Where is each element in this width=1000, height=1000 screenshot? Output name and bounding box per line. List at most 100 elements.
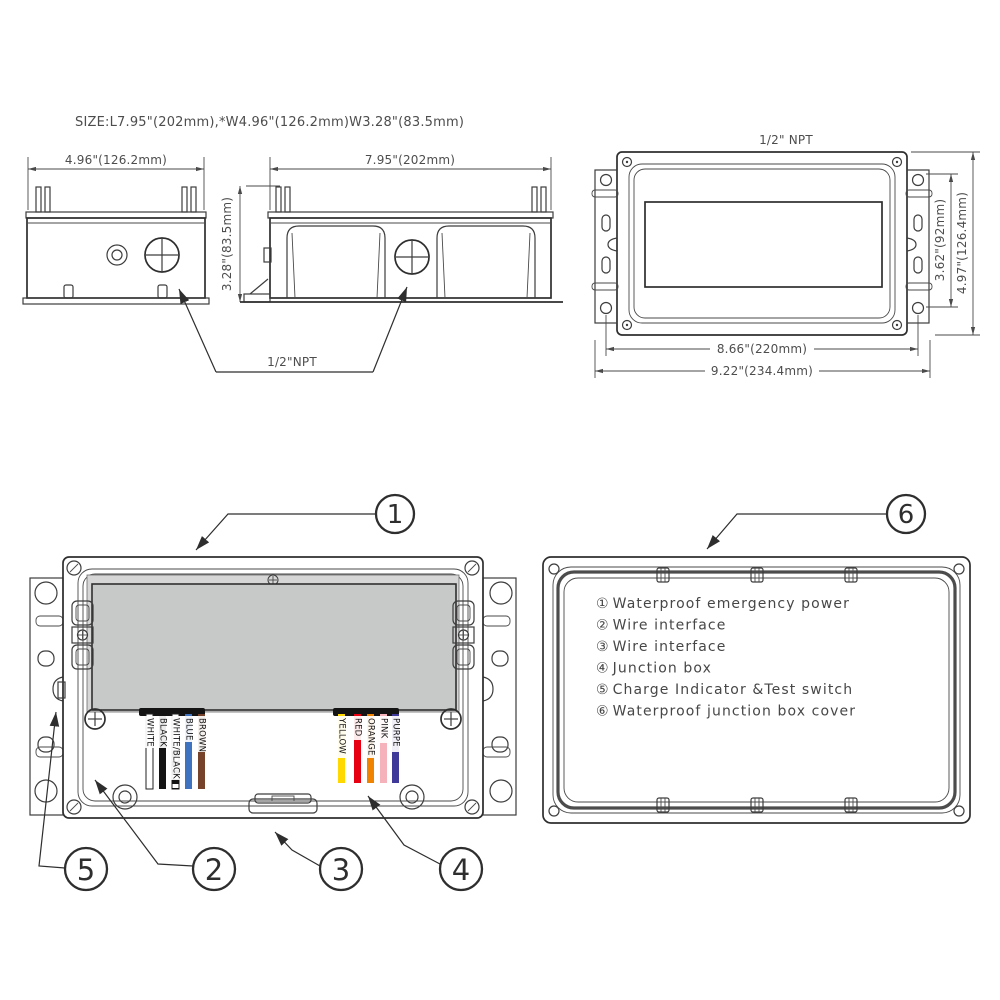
top-hole-spacing-dimension: 8.66"(220mm) bbox=[605, 315, 919, 356]
side-edge-tab bbox=[263, 247, 272, 263]
side-foot bbox=[243, 293, 271, 303]
callout-4-number: 4 bbox=[452, 853, 470, 887]
panel-clips-left bbox=[71, 600, 94, 670]
callout-1: 1 bbox=[195, 493, 416, 551]
panel-clips-right bbox=[452, 600, 475, 670]
box-rim-outer bbox=[77, 568, 469, 807]
top-window bbox=[644, 201, 883, 288]
bottom-boss-right bbox=[399, 784, 425, 810]
wire-label-yellow: YELLOW bbox=[337, 717, 347, 754]
top-corner-screws bbox=[621, 156, 903, 331]
top-width-dimension: 9.22"(234.4mm) bbox=[594, 340, 931, 378]
wire-white bbox=[145, 713, 154, 790]
wire-label-orange: ORANGE bbox=[366, 718, 376, 756]
front-width-dim-label: 4.96"(126.2mm) bbox=[65, 153, 167, 167]
wire-group-right: YELLOW RED ORANGE PINK PURPE bbox=[336, 714, 401, 783]
wire-label-brown: BROWN bbox=[197, 718, 207, 752]
side-length-dim-label: 7.95"(202mm) bbox=[365, 153, 455, 167]
bottom-latch bbox=[248, 793, 318, 814]
front-height-dim-label: 3.28"(83.5mm) bbox=[220, 197, 234, 291]
size-title: SIZE:L7.95"(202mm),*W4.96"(126.2mm)W3.28… bbox=[75, 115, 464, 130]
callout-2-number: 2 bbox=[205, 853, 223, 887]
wire-blue bbox=[185, 714, 192, 789]
box-corner-screws bbox=[66, 560, 480, 815]
callout-2: 2 bbox=[94, 779, 237, 892]
top-height-dim-label: 4.97"(126.4mm) bbox=[955, 192, 969, 294]
callout-5: 5 bbox=[38, 711, 109, 892]
front-height-dimension: 3.28"(83.5mm) bbox=[220, 185, 280, 302]
top-right-flange bbox=[905, 169, 933, 324]
top-hole-span-dimension: 3.62"(92mm) bbox=[926, 173, 958, 308]
callout-1-number: 1 bbox=[387, 500, 404, 530]
wire-black bbox=[159, 714, 166, 789]
wire-label-blue: BLUE bbox=[184, 718, 194, 741]
wire-red bbox=[354, 714, 361, 783]
npt-callout: 1/2"NPT bbox=[178, 286, 408, 373]
top-npt-label: 1/2" NPT bbox=[759, 133, 813, 147]
open-junction-box: WHITE BLACK WHITE/BLACK BLUE BROWN YELLO… bbox=[29, 556, 517, 819]
top-rim-outer bbox=[628, 163, 896, 324]
panel-screw-left bbox=[84, 708, 106, 730]
npt-label: 1/2"NPT bbox=[267, 355, 317, 369]
side-body bbox=[269, 217, 552, 299]
callout-3: 3 bbox=[274, 831, 364, 892]
top-body bbox=[616, 151, 908, 336]
cover-rim-outer bbox=[552, 566, 961, 814]
box-body bbox=[62, 556, 484, 819]
top-height-dimension: 4.97"(126.4mm) bbox=[911, 151, 980, 336]
wire-label-white: WHITE bbox=[145, 718, 155, 747]
cover-body bbox=[542, 556, 971, 824]
box-right-flange bbox=[482, 577, 517, 816]
front-npt-plug bbox=[144, 237, 180, 273]
front-foot-right bbox=[157, 284, 168, 299]
front-lid bbox=[25, 211, 207, 219]
callout-6: 6 bbox=[706, 493, 927, 550]
front-lid-tabs bbox=[35, 186, 197, 213]
top-hole-spacing-label: 8.66"(220mm) bbox=[717, 342, 807, 356]
side-lid-tabs bbox=[275, 186, 547, 213]
callout-5-number: 5 bbox=[77, 853, 95, 887]
wire-pink bbox=[380, 714, 387, 783]
top-width-dim-label: 9.22"(234.4mm) bbox=[711, 364, 813, 378]
side-npt-plug bbox=[394, 239, 430, 275]
wire-label-black: BLACK bbox=[158, 718, 168, 747]
bottom-boss-left bbox=[112, 784, 138, 810]
wire-label-pink: PINK bbox=[379, 718, 389, 739]
callout-6-number: 6 bbox=[898, 500, 915, 530]
emergency-power-unit bbox=[91, 583, 457, 711]
top-view: 1/2" NPT bbox=[591, 133, 980, 378]
front-base bbox=[22, 297, 210, 305]
cover-gasket bbox=[556, 570, 957, 810]
front-view: 4.96"(126.2mm) bbox=[22, 153, 210, 305]
cover-corner-holes bbox=[548, 563, 965, 817]
front-foot-left bbox=[63, 284, 74, 299]
charge-indicator-tab bbox=[57, 681, 66, 699]
top-rim-inner bbox=[633, 168, 891, 319]
wire-label-red: RED bbox=[353, 718, 363, 737]
side-view: 7.95"(202mm) 3.28"(83.5mm) bbox=[220, 153, 563, 303]
side-lid bbox=[267, 211, 554, 219]
wire-group-left: WHITE BLACK WHITE/BLACK BLUE BROWN bbox=[144, 713, 207, 790]
front-width-dimension: 4.96"(126.2mm) bbox=[27, 153, 205, 210]
wire-label-white-black: WHITE/BLACK bbox=[171, 718, 181, 779]
top-left-flange bbox=[591, 169, 619, 324]
wire-label-purple: PURPE bbox=[391, 718, 401, 747]
front-knockout bbox=[106, 244, 128, 266]
callout-4: 4 bbox=[367, 795, 484, 892]
top-hole-span-label: 3.62"(92mm) bbox=[933, 199, 947, 281]
cover-rim-inner bbox=[563, 577, 950, 803]
cover-clips bbox=[656, 567, 858, 813]
panel-screw-right bbox=[440, 708, 462, 730]
side-length-dimension: 7.95"(202mm) bbox=[269, 153, 552, 210]
callout-3-number: 3 bbox=[332, 853, 350, 887]
